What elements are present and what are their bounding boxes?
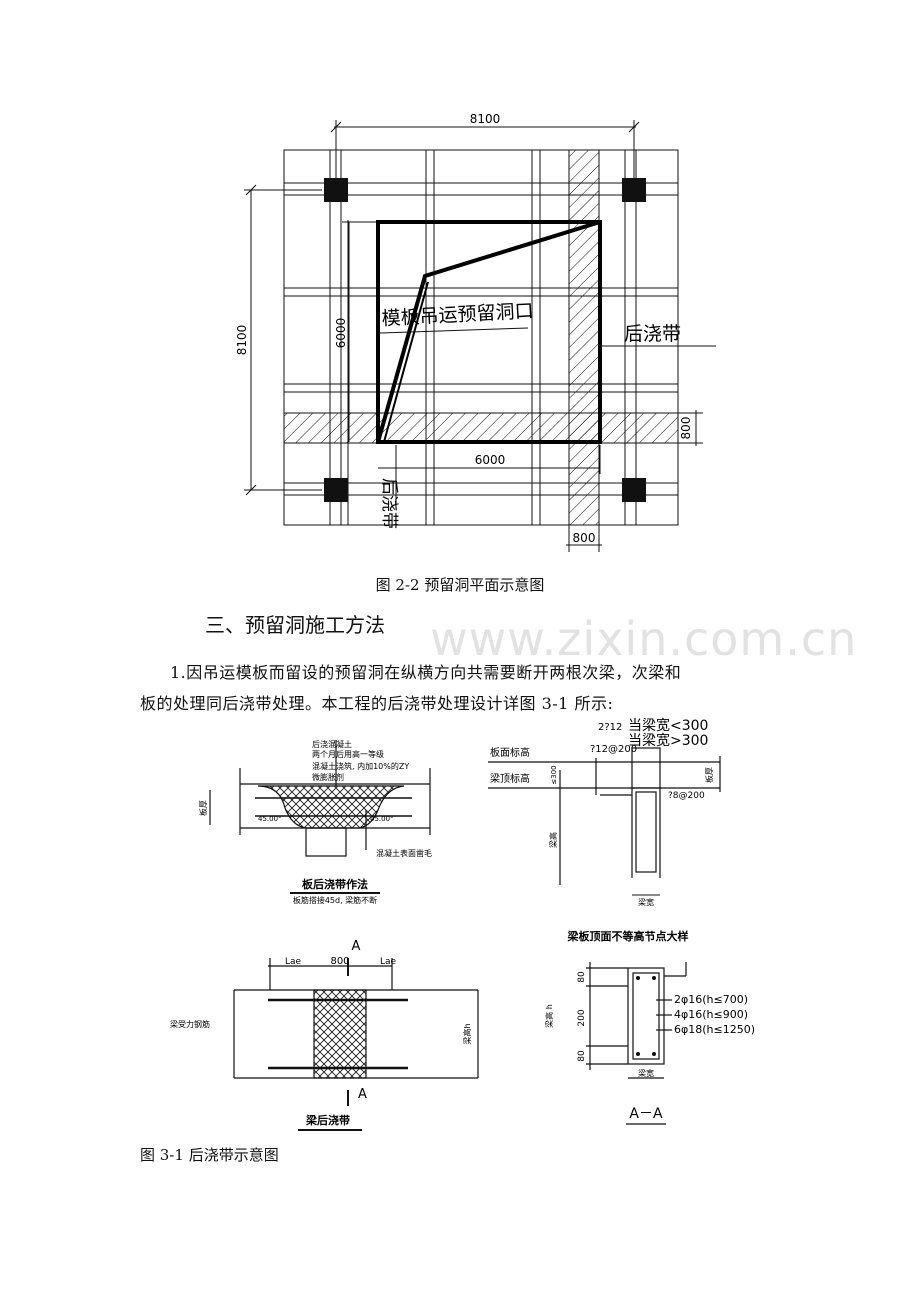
aa-rebar3: 6φ18(h≤1250)	[674, 1023, 755, 1036]
aa-dim-200: 200	[577, 1009, 587, 1026]
node-stirrup: ?8@200	[668, 791, 705, 801]
node-le300: ≤300	[550, 765, 558, 784]
slab-title: 板后浇带作法	[302, 877, 368, 891]
hole-outline	[376, 220, 602, 444]
columns	[324, 178, 646, 502]
dim-inner-bottom-label: 6000	[475, 453, 506, 467]
aa-dim-80-bottom: 80	[577, 1050, 587, 1062]
hole-label: 模板吊运预留洞口	[381, 300, 534, 330]
dim-inner-left-label: 6000	[334, 318, 348, 349]
node-rebar1: 2?12	[598, 722, 622, 733]
fig31-caption: 图 3-1 后浇带示意图	[140, 1146, 279, 1164]
node-slab-thick: 板厚	[704, 767, 714, 783]
node-detail	[488, 747, 721, 885]
node-title: 梁板顶面不等高节点大样	[567, 929, 689, 943]
node-rebar1-note: 当梁宽<300	[628, 717, 708, 734]
band-vertical	[568, 149, 600, 526]
band-horizontal	[283, 412, 679, 444]
slab-subtitle: 板筋搭接45d, 梁筋不断	[293, 895, 377, 905]
dim-band-right-label: 800	[679, 417, 693, 440]
paragraph-line-2: 板的处理同后浇带处理。本工程的后浇带处理设计详图 3-1 所示:	[140, 694, 614, 713]
slab-note-1: 后浇混凝土	[312, 739, 352, 749]
dim-left	[244, 184, 322, 496]
node-board-top: 板面标高	[490, 746, 530, 759]
band-right-label: 后浇带	[624, 323, 681, 345]
aa-rebar1: 2φ16(h≤700)	[674, 993, 748, 1006]
angle-right: 45.00°	[370, 815, 394, 823]
dim-top-label: 8100	[470, 112, 501, 126]
beam-section-bottom: A	[358, 1087, 367, 1102]
beam-rebar-label: 梁受力钢筋	[170, 1019, 210, 1029]
hole-diagonal	[376, 220, 601, 443]
dim-left-label: 8100	[235, 325, 249, 356]
beam-mid: 800	[330, 956, 349, 967]
angle-left: 45.00°	[258, 815, 282, 823]
beam-lae-left: Lae	[285, 957, 302, 967]
slab-note-4: 微膨胀剂	[312, 772, 344, 782]
paragraph-line-1: 1.因吊运模板而留设的预留洞在纵横方向共需要断开两根次梁，次梁和	[170, 663, 682, 682]
plan-drawing: 8100 8100 6000 6000 800 800 模板吊运预留洞口 后浇带…	[235, 112, 716, 552]
node-rebar2-note: 当梁宽>300	[628, 732, 708, 749]
node-beam-width: 梁宽	[638, 897, 654, 907]
watermark: www.zixin.com.cn	[430, 612, 858, 666]
dim-top	[330, 120, 640, 180]
beam-section-top: A	[352, 939, 361, 954]
aa-title: A－A	[629, 1106, 663, 1122]
dim-band-bottom-label: 800	[573, 531, 596, 545]
aa-rebar2: 4φ16(h≤900)	[674, 1008, 748, 1021]
aa-detail	[586, 962, 687, 1079]
fig22-caption: 图 2-2 预留洞平面示意图	[375, 576, 545, 594]
plan-beams	[284, 150, 678, 525]
slab-thick-label: 板厚	[198, 800, 208, 816]
node-rebar2: ?12@200	[590, 744, 637, 755]
detail-drawings: 后浇混凝土 两个月后用高一等级 混凝土浇筑, 内加10%的ZY 微膨胀剂 板厚 …	[170, 717, 755, 1131]
aa-height-label: 梁高 h	[544, 1004, 554, 1028]
beam-lae-right: Lae	[380, 957, 397, 967]
slab-note-2: 两个月后用高一等级	[312, 749, 384, 759]
node-beam-height: 梁高	[548, 832, 558, 848]
aa-width-label: 梁宽	[638, 1068, 654, 1078]
plan-frame	[283, 149, 679, 526]
band-bottom-label: 后浇带	[379, 478, 399, 529]
node-beam-top: 梁顶标高	[490, 772, 530, 785]
section-heading: 三、预留洞施工方法	[205, 613, 385, 637]
aa-dim-80-top: 80	[577, 971, 587, 983]
beam-detail	[233, 958, 479, 1106]
beam-height-label: 梁高h	[462, 1023, 472, 1044]
slab-note-3: 混凝土浇筑, 内加10%的ZY	[312, 761, 409, 771]
beam-title: 梁后浇带	[305, 1113, 350, 1127]
slab-bottom-note: 混凝土表面凿毛	[376, 848, 432, 858]
slab-detail	[209, 740, 431, 857]
